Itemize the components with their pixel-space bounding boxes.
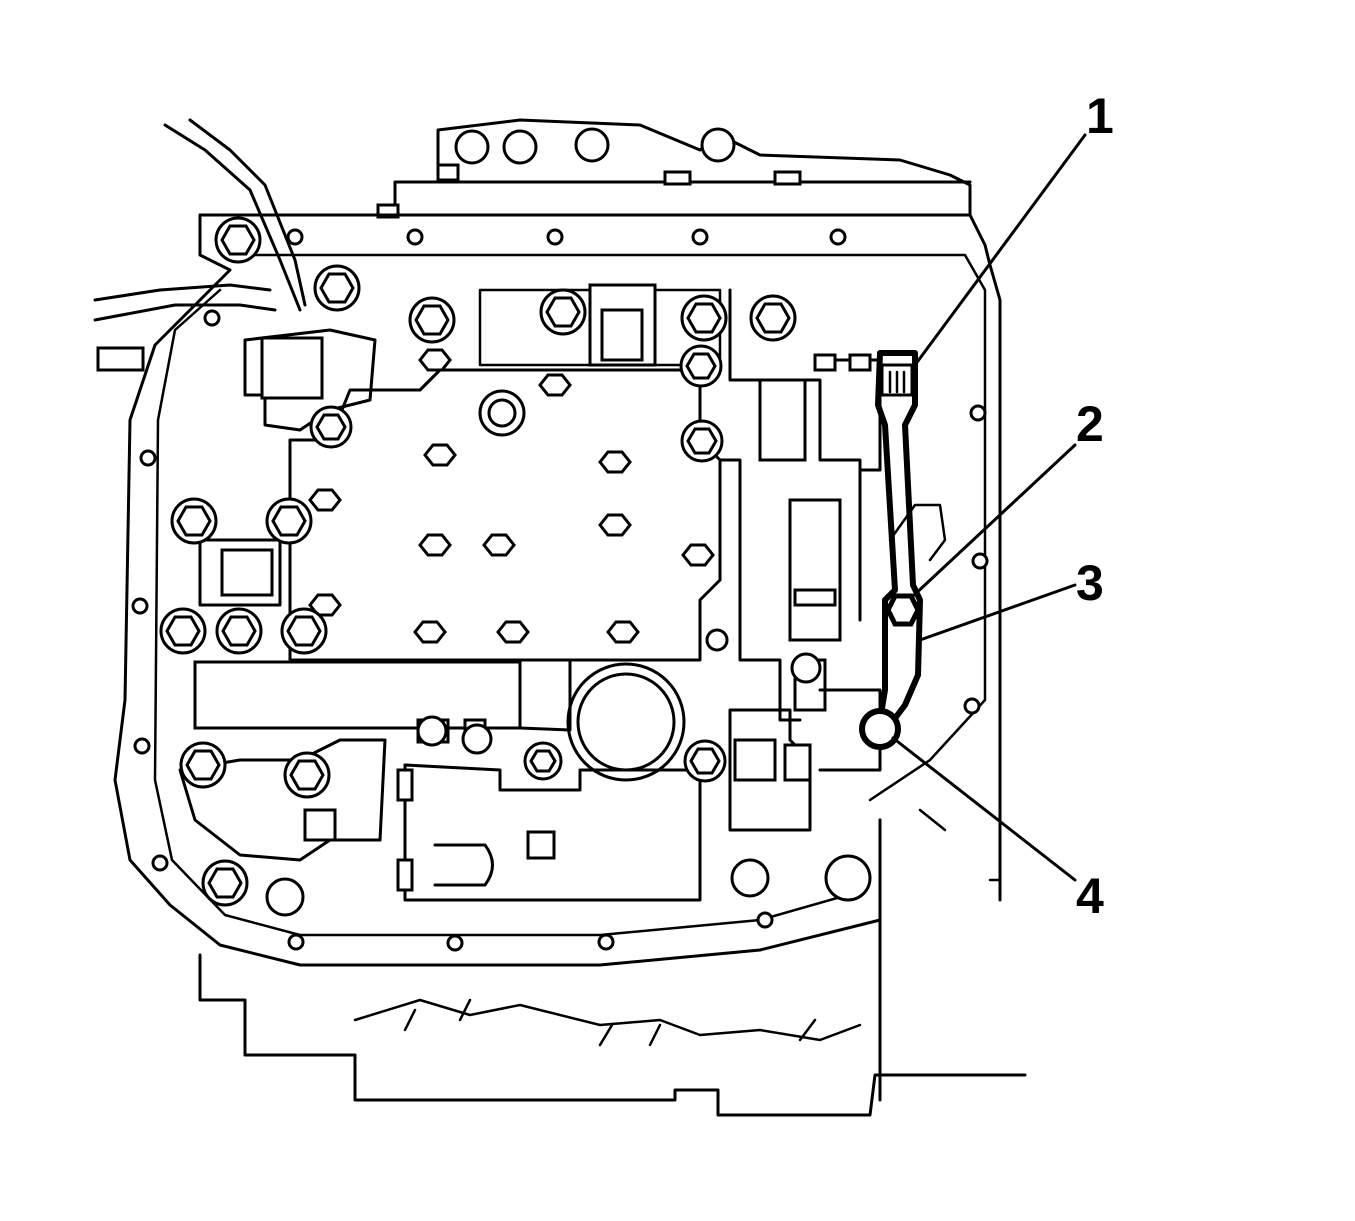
valve-body-structures [178,283,1002,902]
valve-body-gasket-outline [113,213,1002,967]
retaining-bolt [885,593,921,627]
roller [859,708,901,750]
wiring-harness [93,118,307,372]
callout-4: 4 [1076,868,1104,924]
callout-2: 2 [1076,396,1104,452]
callout-leaders [891,133,1087,882]
washer-head-bolts [159,216,872,917]
callout-1: 1 [1086,88,1114,144]
flange-bolt-holes [131,228,989,952]
detent-lever-assembly [859,350,923,750]
transmission-case-upper [376,118,972,219]
callout-3: 3 [1076,555,1104,611]
transmission-case-lower [198,818,1027,1117]
valve-body-bolts [308,348,715,644]
